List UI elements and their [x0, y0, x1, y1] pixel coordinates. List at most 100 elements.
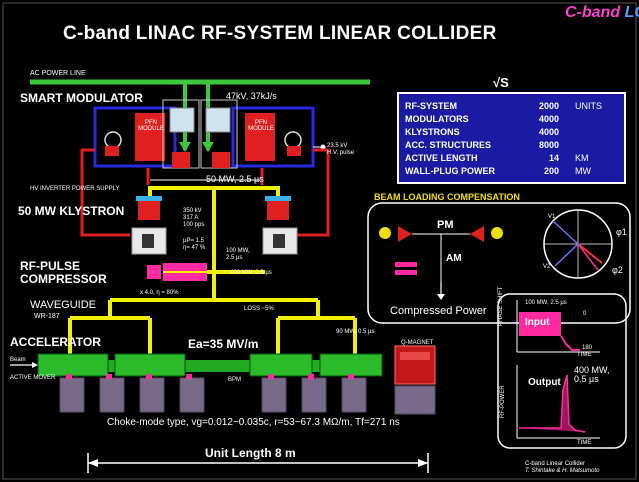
spec-value-4: 8000: [539, 140, 560, 150]
sqrt-s-label: √S: [493, 75, 509, 90]
modulator-right-box: [231, 106, 315, 168]
blc-panel: [367, 202, 631, 324]
page-title: C-band LINAC RF-SYSTEM LINEAR COLLIDER: [63, 23, 497, 44]
klystron-left-window: [136, 196, 162, 201]
spec-unit-6: MW: [575, 166, 591, 176]
pfn-module-right-label: PFN MODULE: [248, 120, 274, 132]
blc-title: BEAM LOADING COMPENSATION: [374, 192, 520, 202]
hv-cable-right: [290, 148, 330, 237]
blc-pm: PM: [437, 219, 454, 231]
time-axis-1: TIME: [577, 352, 592, 358]
spec-value-3: 4000: [539, 127, 560, 137]
wr187-label: WR-187: [34, 313, 60, 320]
credits-line2: T. Shintake & H. Matsumoto: [525, 468, 600, 475]
input-note: 100 MW, 2.5 µs: [525, 300, 567, 306]
phasor-v1: V1: [548, 214, 556, 220]
unit-length-label: Unit Length 8 m: [205, 446, 296, 460]
compressed-400mw-label: 400 MW, 0.5 µs: [230, 270, 272, 276]
pfn-module-right: [245, 113, 275, 161]
active-mover-label: ACTIVE MOVER: [10, 375, 56, 381]
credits: C-band Linear Collider T. Shintake & H. …: [525, 461, 599, 475]
switch-right: [287, 146, 301, 156]
q-magnet: [394, 345, 436, 385]
combined-width: 2.5 µs: [226, 254, 243, 261]
output-note-width: 0.5 µs: [574, 374, 599, 385]
spec-name-1: RF-SYSTEM: [405, 101, 458, 111]
brand-lc: LC: [624, 4, 639, 21]
klystron-right-window: [265, 196, 291, 201]
beam-label: Beam: [10, 357, 26, 363]
spec-name-5: ACTIVE LENGTH: [405, 153, 478, 163]
efficiency-value: η= 47 %: [183, 244, 206, 251]
klystron-efficiency: µP= 1.5 η= 47 %: [183, 238, 205, 252]
spec-value-1: 2000: [539, 101, 560, 111]
perveance-value: µP= 1.5: [183, 238, 204, 244]
hv-cable-left: [80, 148, 130, 237]
pfn-module-left-label: PFN MODULE: [138, 120, 164, 132]
compressor-cavity-1: [163, 263, 207, 271]
klystron-left-head: [138, 200, 160, 220]
blc-compressed-power: Compressed Power: [390, 305, 487, 317]
pfn-module-left: [135, 113, 165, 161]
thyratron-left: [104, 131, 122, 149]
thyratron-right: [284, 131, 302, 149]
active-movers: [59, 377, 436, 415]
waveguide-network: [68, 186, 357, 358]
combined-100mw: 100 MW, 2.5 µs: [226, 248, 250, 262]
klystron-label: 50 MW KLYSTRON: [18, 204, 125, 218]
compression-ratio-label: x 4.0, η = 80%: [140, 290, 179, 296]
rf-pulse-line2: COMPRESSOR: [20, 272, 107, 287]
bpm-label: BPM: [228, 377, 242, 383]
phasor-phi2: φ2: [612, 265, 623, 275]
power-plot: [516, 365, 600, 439]
brand-logo: C-band LC: [565, 5, 639, 21]
inverter-core-left: [169, 107, 195, 133]
feed-90mw-label: 90 MW, 0.5 µs: [336, 329, 375, 335]
klystron-rate: 100 pps: [183, 221, 205, 228]
output-note: 400 MW, 0.5 µs: [574, 365, 610, 385]
ac-power-line-label: AC POWER LINE: [30, 70, 86, 77]
tick-0: 0: [583, 311, 587, 317]
pulse-50mw-label: 50 MW, 2.5 µs: [206, 174, 264, 184]
blc-source-left: [379, 227, 391, 239]
spec-value-5: 14: [549, 153, 560, 163]
accelerator-structures: [37, 353, 383, 377]
klystron-right-head: [267, 200, 289, 220]
structure-parameters: Choke-mode type, vg=0.012~0.035c, r=53~6…: [107, 417, 400, 428]
input-label: Input: [525, 317, 550, 328]
blc-source-right: [491, 227, 503, 239]
klystron-voltage: 350 kV: [183, 208, 202, 214]
compressor-cavity-2: [163, 273, 207, 281]
mover-markers: [66, 374, 354, 379]
gradient-label: Ea=35 MV/m: [188, 337, 259, 351]
output-label: Output: [528, 377, 561, 388]
modulator-left-box: [93, 106, 177, 168]
qmagnet-label: Q-MAGNET: [401, 340, 434, 346]
phasor-v2: V2: [543, 264, 551, 270]
rf-pulse-line1: RF-PULSE: [20, 259, 80, 273]
smart-modulator-label: SMART MODULATOR: [20, 91, 143, 105]
spec-value-6: 200: [544, 166, 560, 176]
time-axis-2: TIME: [577, 440, 592, 446]
klystron-right-core: [273, 234, 285, 248]
hv-inverter-label: HV INVERTER POWER SUPPLY: [30, 186, 120, 192]
hv-pulse-label: 23.5 kV H.V. pulse: [327, 143, 355, 156]
spec-unit-5: KM: [575, 153, 589, 163]
spec-name-2: MODULATORS: [405, 114, 469, 124]
blc-am: AM: [446, 253, 462, 264]
phase-shift-axis: PHASE SHIFT: [498, 286, 504, 326]
inverter-core-right: [205, 107, 231, 133]
spec-unit-1: UNITS: [575, 101, 602, 111]
switch-left: [105, 146, 119, 156]
combined-power: 100 MW,: [226, 248, 250, 254]
inverter-out-right: [212, 152, 230, 168]
inverter-out-left: [172, 152, 190, 168]
spec-name-6: WALL-PLUG POWER: [405, 166, 495, 176]
tick-180: 180: [582, 345, 593, 351]
spec-name-4: ACC. STRUCTURES: [405, 140, 492, 150]
phasor-phi1: φ1: [616, 227, 627, 237]
klystron-left-core: [142, 234, 154, 248]
ac-arrow-right: [202, 142, 214, 152]
